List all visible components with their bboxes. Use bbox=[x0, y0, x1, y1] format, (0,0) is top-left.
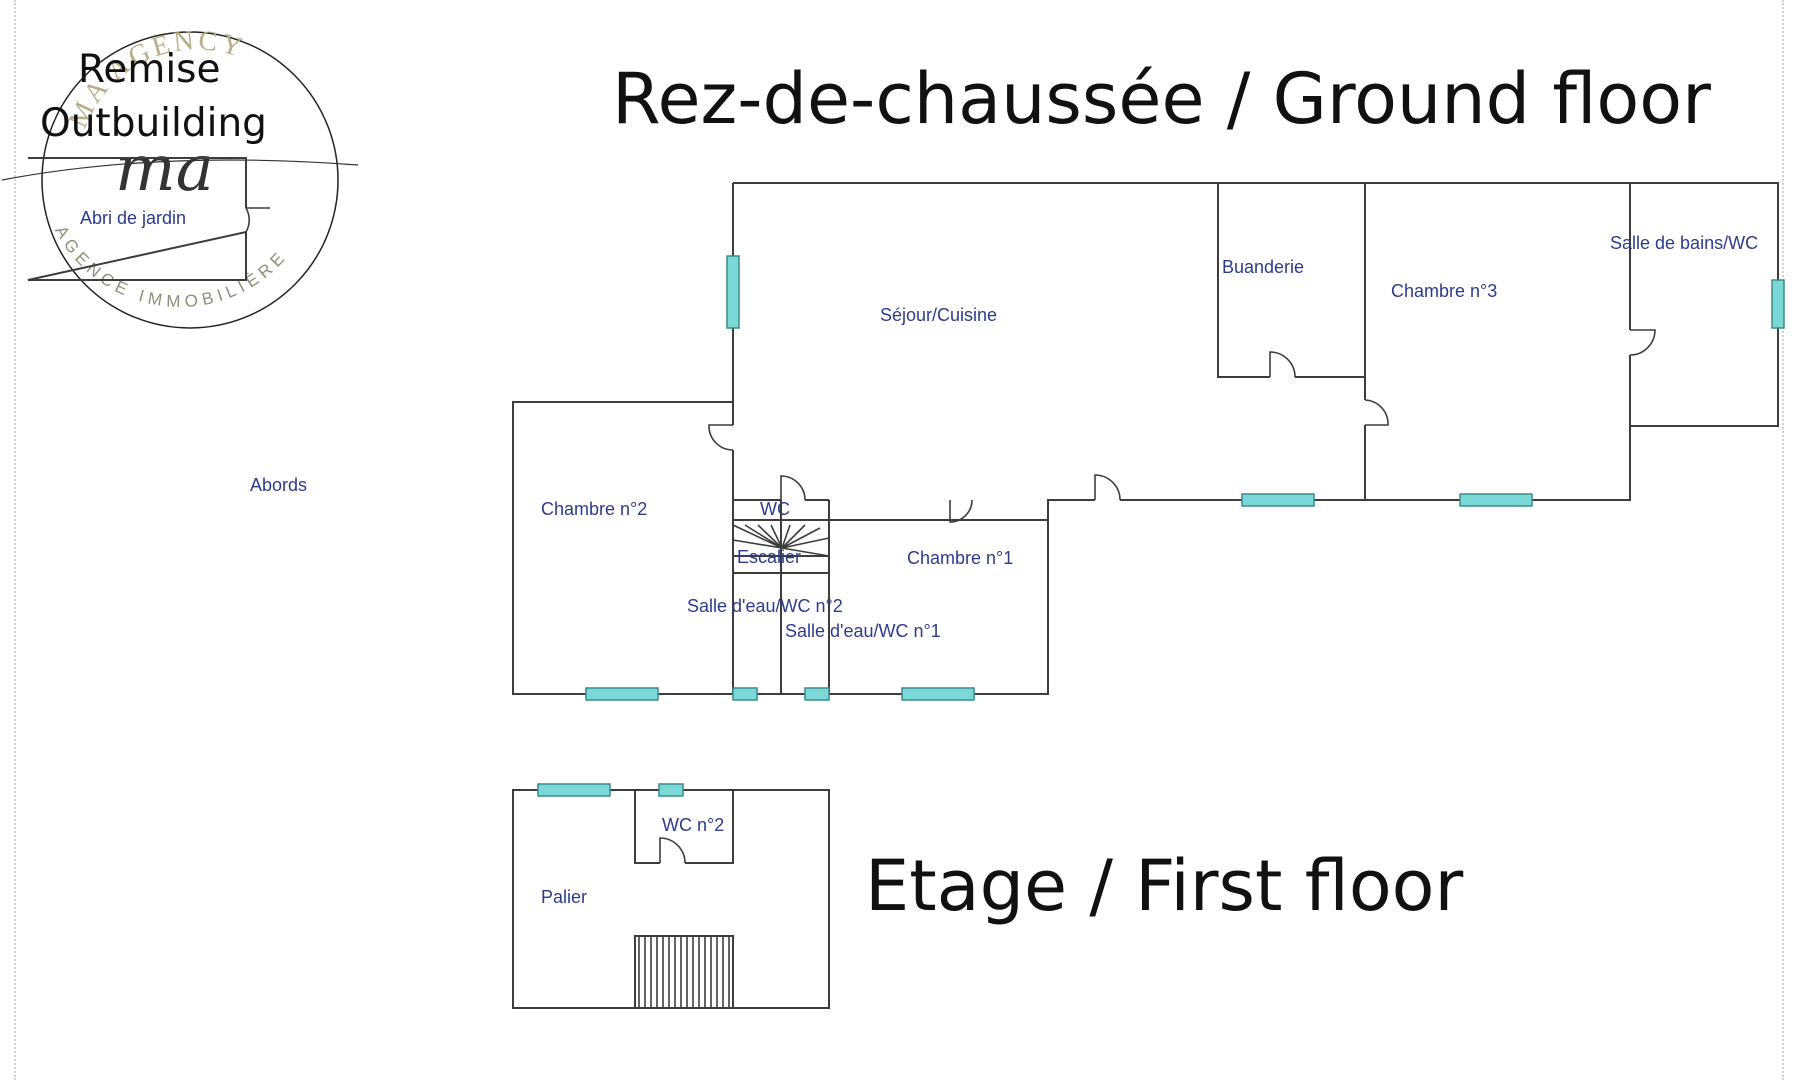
logo-monogram: ma bbox=[115, 132, 214, 206]
room-label-chambre3: Chambre n°3 bbox=[1391, 281, 1497, 301]
door-abri bbox=[245, 207, 270, 233]
door-buanderie bbox=[1269, 351, 1296, 378]
room-label-abri: Abri de jardin bbox=[80, 208, 186, 228]
door-chambre3 bbox=[1364, 399, 1389, 426]
logo-swash bbox=[1, 159, 359, 181]
door-chambre1 bbox=[949, 499, 973, 523]
door-sdb bbox=[1629, 329, 1656, 356]
door-wc bbox=[780, 475, 806, 501]
room-label-sde1: Salle d'eau/WC n°1 bbox=[785, 621, 941, 641]
stairs-symbol bbox=[732, 524, 830, 557]
window-wc2 bbox=[658, 783, 684, 797]
first-floor-title: Etage / First floor bbox=[865, 845, 1464, 927]
window-sde2 bbox=[732, 687, 758, 701]
door-sejour bbox=[1094, 474, 1121, 501]
door-chambre2 bbox=[708, 424, 734, 451]
window-sde1 bbox=[804, 687, 830, 701]
room-label-chambre2: Chambre n°2 bbox=[541, 499, 647, 519]
room-label-sdb: Salle de bains/WC bbox=[1610, 233, 1758, 253]
outbuilding-title-line2: Outbuilding bbox=[40, 101, 267, 146]
door-wc2 bbox=[659, 837, 686, 864]
room-label-wc2: WC n°2 bbox=[662, 815, 724, 835]
window-palier bbox=[537, 783, 611, 797]
room-label-escalier: Escalier bbox=[737, 547, 801, 567]
window-sejour bbox=[726, 255, 740, 329]
outbuilding-plan: Abri de jardin bbox=[27, 157, 270, 281]
ground-floor-title: Rez-de-chaussée / Ground floor bbox=[612, 58, 1711, 140]
room-label-wc: WC bbox=[760, 499, 790, 519]
window-sdb bbox=[1771, 279, 1785, 329]
left-dotted-border bbox=[14, 0, 16, 1080]
window-chambre3 bbox=[1459, 493, 1533, 507]
room-label-abords: Abords bbox=[250, 475, 307, 495]
room-label-sejour: Séjour/Cuisine bbox=[880, 305, 997, 325]
right-dotted-border bbox=[1782, 0, 1784, 1080]
room-label-chambre1: Chambre n°1 bbox=[907, 548, 1013, 568]
room-label-buanderie: Buanderie bbox=[1222, 257, 1304, 277]
outbuilding-title-line1: Remise bbox=[78, 47, 221, 92]
window-chambre1 bbox=[901, 687, 975, 701]
stair-opening bbox=[634, 935, 734, 1009]
ground-floor-plan: Séjour/Cuisine Buanderie Chambre n°3 Sal… bbox=[512, 182, 1785, 701]
window-chambre2 bbox=[585, 687, 659, 701]
room-label-sde2: Salle d'eau/WC n°2 bbox=[687, 596, 843, 616]
room-label-palier: Palier bbox=[541, 887, 587, 907]
window-sejour-south bbox=[1241, 493, 1315, 507]
logo-circle bbox=[41, 31, 339, 329]
first-floor-plan: WC n°2 Palier bbox=[512, 783, 830, 1009]
